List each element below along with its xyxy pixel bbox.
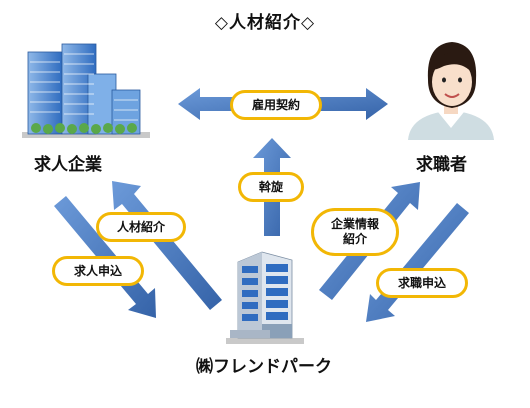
agency-building-icon	[226, 251, 304, 344]
agency-label: ㈱フレンドパーク	[196, 357, 332, 377]
job-seeking-label: 求職申込	[376, 268, 468, 298]
job-application-label: 求人申込	[52, 256, 144, 286]
job-seeker-label: 求職者	[416, 155, 467, 175]
talent-referral-label: 人材紹介	[96, 212, 186, 242]
job-seeker-avatar	[408, 42, 494, 140]
page-title: ◇人材紹介◇	[214, 13, 316, 33]
company-info-line1: 企業情報	[330, 217, 379, 231]
employment-contract-label: 雇用契約	[230, 90, 322, 120]
company-label: 求人企業	[34, 155, 102, 175]
company-info-label: 企業情報 紹介	[311, 208, 399, 256]
company-info-line2: 紹介	[342, 232, 367, 246]
company-building-icon	[22, 43, 150, 138]
mediation-label: 斡旋	[238, 172, 304, 202]
